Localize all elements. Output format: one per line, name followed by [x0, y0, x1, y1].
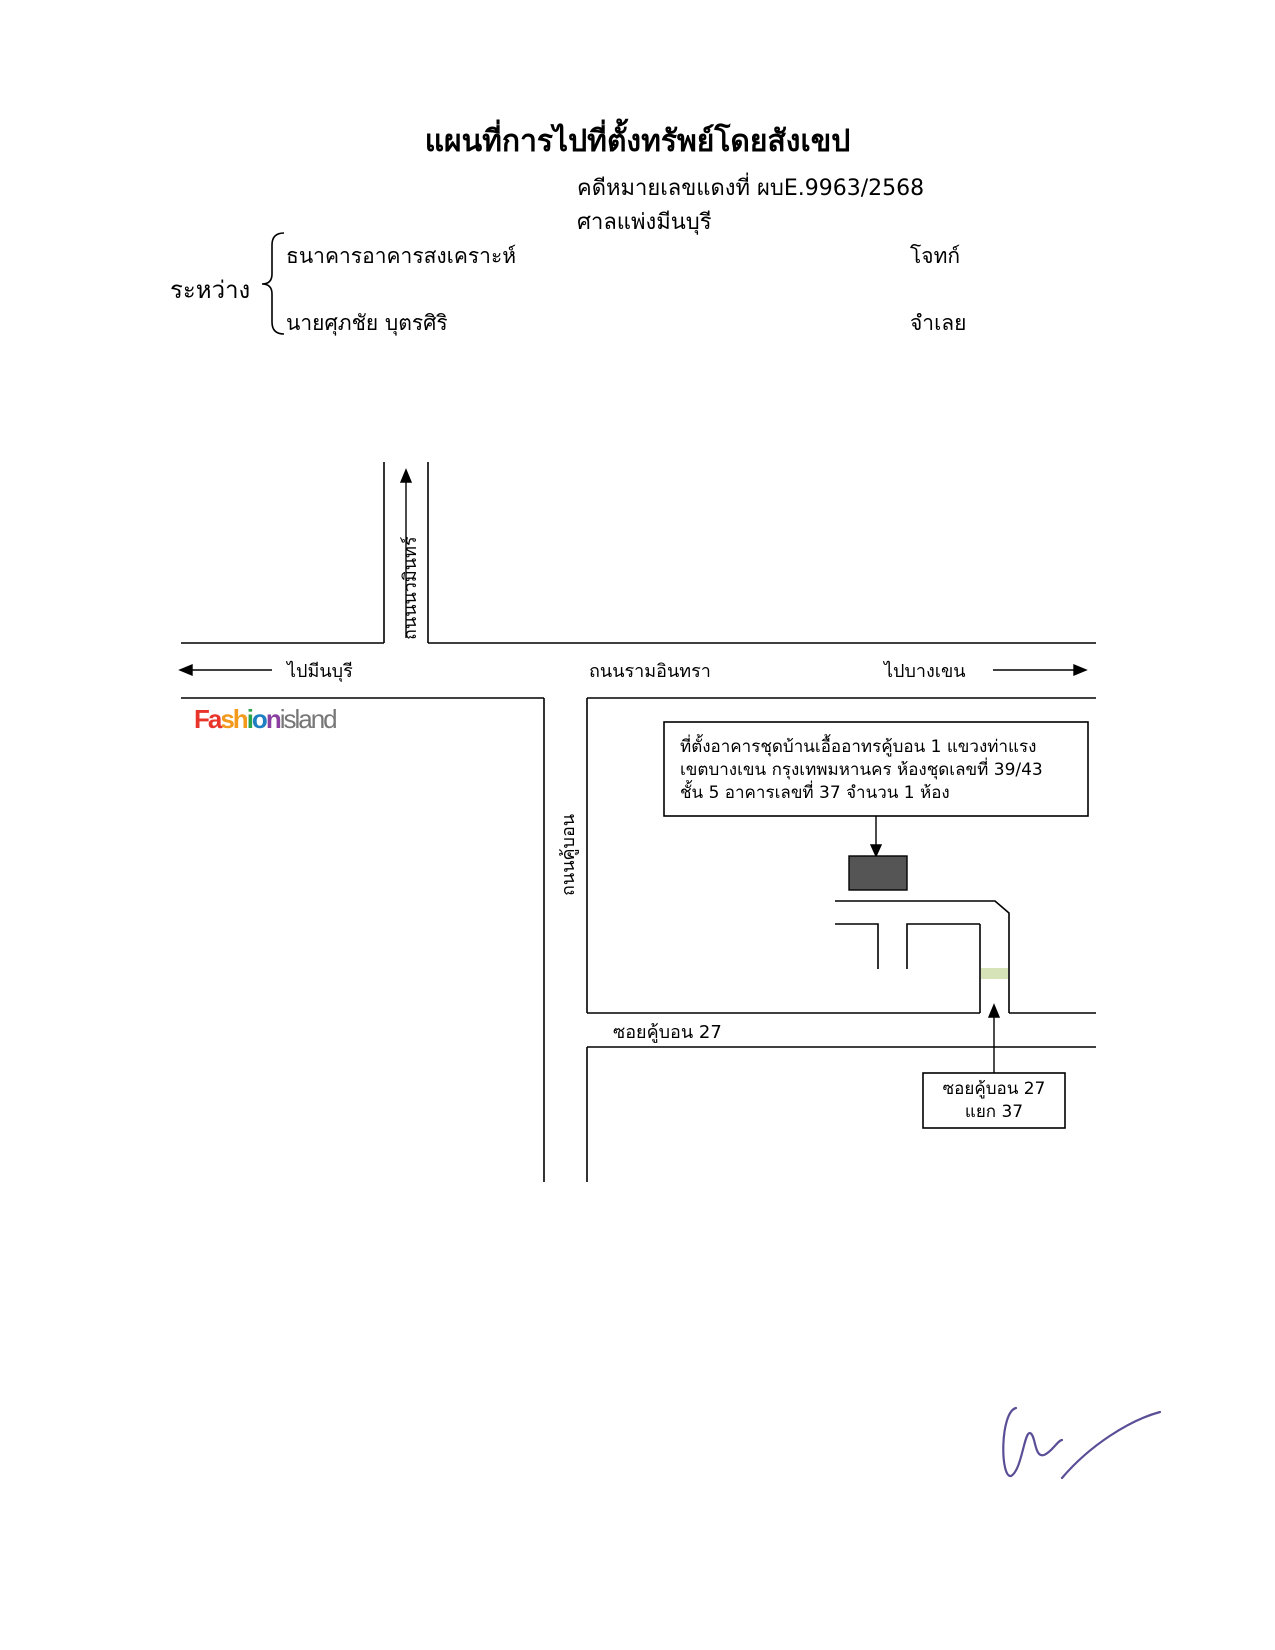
- defendant-name: นายศุภชัย บุตรศิริ: [286, 311, 448, 335]
- inner-lane-1: [835, 923, 879, 969]
- case-number: คดีหมายเลขแดงที่ ผบE.9963/2568: [577, 176, 925, 201]
- location-line-2: เขตบางเขน กรุงเทพมหานคร ห้องชุดเลขที่ 39…: [680, 760, 1043, 780]
- north-arrow-head: [399, 468, 413, 483]
- fashion-island-logo: Fashionisland: [194, 704, 338, 734]
- branch-arrow-head: [987, 1003, 1001, 1018]
- inner-lane-2: [906, 923, 980, 969]
- between-label: ระหว่าง: [170, 276, 251, 304]
- location-line-3: ชั้น 5 อาคารเลขที่ 37 จำนวน 1 ห้อง: [680, 783, 950, 803]
- branch-line-2: แยก 37: [964, 1102, 1024, 1122]
- signature-mark: [1002, 1406, 1162, 1480]
- label-to-bangkhen: ไปบางเขน: [882, 660, 966, 682]
- target-building: [848, 855, 908, 891]
- label-to-minburi: ไปมีนบุรี: [285, 660, 353, 682]
- branch-description: ซอยคู้บอน 27 แยก 37: [923, 1078, 1065, 1124]
- east-arrow-head: [1073, 663, 1088, 677]
- plaintiff-name: ธนาคารอาคารสงเคราะห์: [286, 244, 517, 268]
- page-title: แผนที่การไปที่ตั้งทรัพย์โดยสังเขป: [424, 124, 851, 159]
- location-arrow-head: [869, 844, 883, 858]
- gate-marker: [981, 968, 1008, 979]
- plaintiff-role: โจทก์: [910, 244, 961, 268]
- court-name: ศาลแพ่งมีนบุรี: [577, 210, 712, 235]
- defendant-role: จำเลย: [910, 311, 967, 335]
- location-description: ที่ตั้งอาคารชุดบ้านเอื้ออาทรคู้บอน 1 แขว…: [680, 736, 1043, 805]
- location-line-1: ที่ตั้งอาคารชุดบ้านเอื้ออาทรคู้บอน 1 แขว…: [680, 737, 1037, 757]
- label-road-khubon: ถนนคู้บอน: [558, 814, 579, 896]
- branch-line-1: ซอยคู้บอน 27: [942, 1079, 1046, 1099]
- label-road-north: ถนนนวมินทร์: [400, 536, 421, 640]
- label-soi: ซอยคู้บอน 27: [613, 1022, 722, 1043]
- branch-east-edge: [835, 900, 1010, 1013]
- west-arrow-head: [178, 663, 193, 677]
- label-main-road: ถนนรามอินทรา: [589, 661, 711, 682]
